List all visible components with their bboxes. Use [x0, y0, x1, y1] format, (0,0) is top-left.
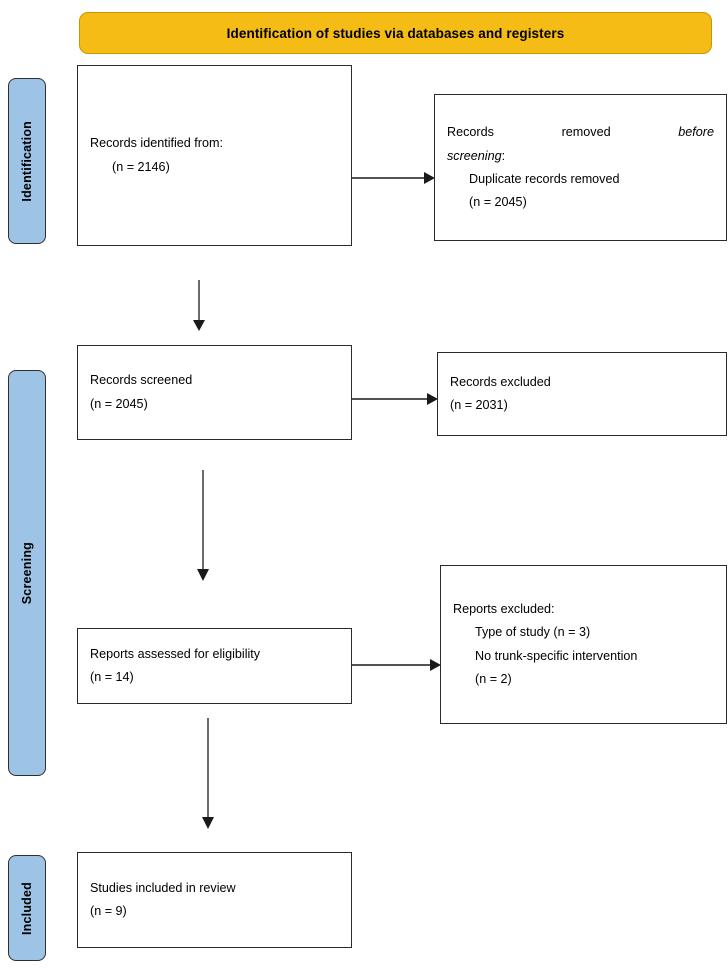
box-records-removed-colon: : [501, 148, 506, 163]
box-reports-assessed: Reports assessed for eligibility (n = 14… [77, 628, 352, 704]
box-studies-included: Studies included in review (n = 9) [77, 852, 352, 948]
box-records-excluded-line1: Records excluded [450, 374, 551, 389]
box-records-screened: Records screened (n = 2045) [77, 345, 352, 440]
stage-label-included-text: Included [20, 881, 34, 935]
box-records-removed-line3: Duplicate records removed [469, 171, 620, 186]
box-records-removed-word-removed: removed [561, 124, 611, 139]
box-studies-included-line1: Studies included in review [90, 880, 236, 895]
box-records-identified-line1: Records identified from: [90, 136, 223, 151]
box-records-excluded: Records excluded (n = 2031) [437, 352, 727, 436]
arrow-down-icon-eligibility-to-included [199, 718, 217, 830]
diagram-banner-title: Identification of studies via databases … [79, 12, 712, 54]
arrow-down-icon-identified-to-screened [190, 280, 208, 332]
box-reports-assessed-line1: Reports assessed for eligibility [90, 646, 261, 661]
box-records-removed: Records removed before screening: Duplic… [434, 94, 727, 241]
box-records-removed-line1: Records removed before [447, 121, 714, 145]
box-reports-assessed-count: (n = 14) [90, 670, 134, 684]
box-reports-excluded-reason-2: No trunk-specific intervention [475, 648, 638, 663]
box-records-removed-count: (n = 2045) [469, 195, 527, 210]
box-records-removed-word-records: Records [447, 124, 494, 139]
box-records-identified-count: (n = 2146) [112, 159, 170, 174]
arrow-right-icon-identified-to-removed [352, 169, 436, 187]
box-reports-excluded-line1: Reports excluded: [453, 601, 555, 616]
stage-label-identification-text: Identification [20, 120, 34, 202]
box-records-screened-count: (n = 2045) [90, 396, 148, 411]
stage-label-identification: Identification [8, 78, 46, 244]
box-reports-excluded: Reports excluded: Type of study (n = 3) … [440, 565, 727, 724]
box-reports-excluded-count: (n = 2) [475, 671, 512, 686]
box-records-excluded-count: (n = 2031) [450, 398, 508, 412]
stage-label-screening: Screening [8, 370, 46, 776]
box-studies-included-count: (n = 9) [90, 904, 127, 918]
box-records-identified: Records identified from: (n = 2146) [77, 65, 352, 246]
arrow-right-icon-screened-to-excluded [352, 390, 439, 408]
box-reports-excluded-reason-1: Type of study (n = 3) [475, 625, 591, 640]
box-records-removed-word-screening: screening [447, 148, 502, 163]
arrow-down-icon-screened-to-eligibility [194, 470, 212, 582]
arrow-right-icon-eligibility-to-excluded [352, 656, 442, 674]
stage-label-included: Included [8, 855, 46, 961]
box-records-removed-word-before: before [678, 124, 714, 139]
stage-label-screening-text: Screening [20, 541, 34, 605]
box-records-screened-line1: Records screened [90, 373, 193, 388]
box-records-removed-line2: screening: [447, 145, 714, 168]
